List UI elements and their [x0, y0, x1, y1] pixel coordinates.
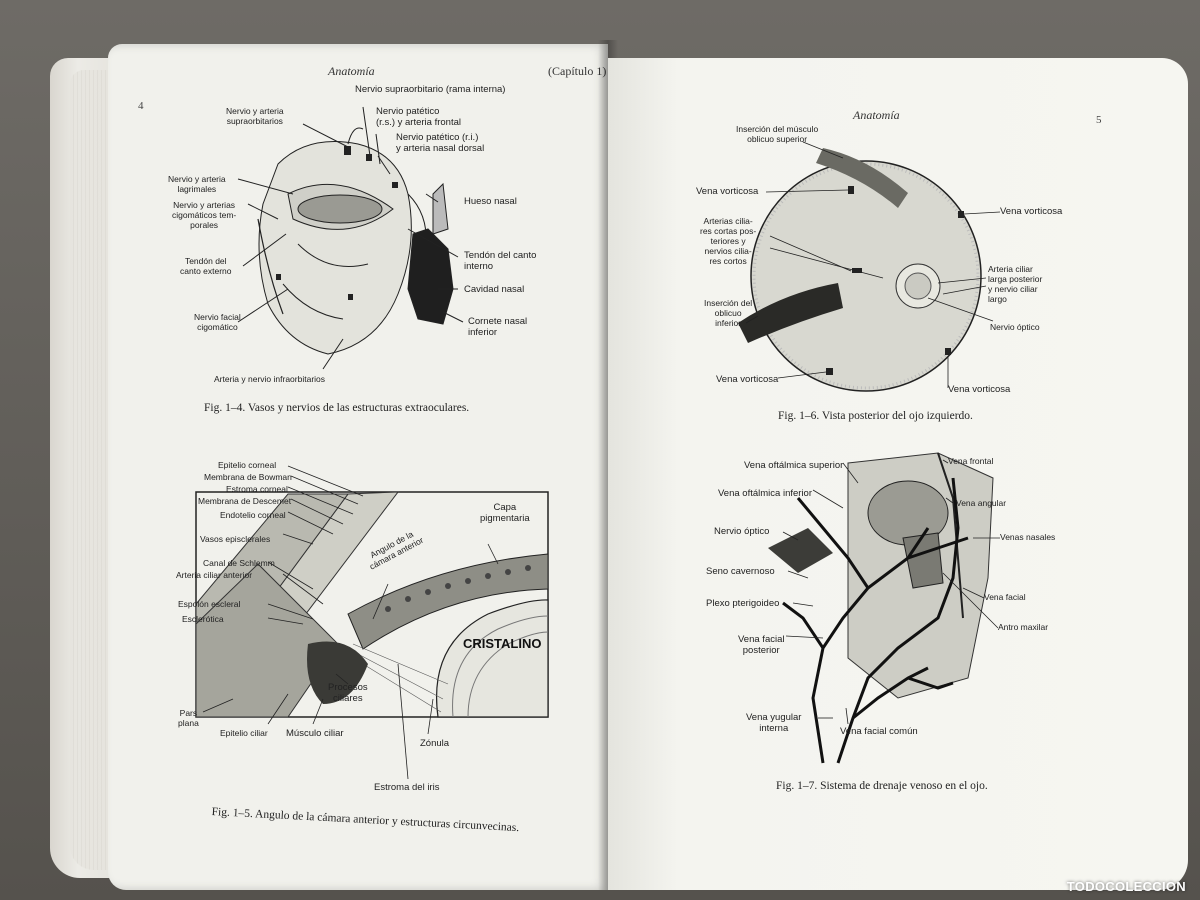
- fig-1-7-illustration: [768, 452, 1000, 764]
- label-zonula: Zónula: [420, 738, 450, 749]
- label-patetico-ri: Nervio patético (r.i.)y arteria nasal do…: [396, 132, 485, 154]
- fig-1-4-caption: Fig. 1–4. Vasos y nervios de las estruct…: [204, 402, 470, 414]
- label-esclerotica: Esclerótica: [182, 614, 224, 624]
- fig-1-5-illustration: [195, 465, 549, 780]
- label-facial-comun: Vena facial común: [840, 726, 918, 737]
- label-epitelio-ciliar: Epitelio ciliar: [220, 728, 268, 738]
- label-musculo-ciliar: Músculo ciliar: [286, 728, 344, 739]
- label-frontal: Vena frontal: [948, 456, 994, 466]
- label-cavidad: Cavidad nasal: [464, 284, 525, 295]
- label-descemet: Membrana de Descemet: [198, 496, 292, 506]
- page-number: 5: [1096, 114, 1102, 126]
- label-nervio-optico: Nervio óptico: [990, 322, 1040, 332]
- label-seno: Seno cavernoso: [706, 566, 775, 577]
- label-vorticosa-4: Vena vorticosa: [948, 384, 1011, 395]
- fig-1-6-caption: Fig. 1–6. Vista posterior del ojo izquie…: [778, 410, 973, 422]
- label-endotelio: Endotelio corneal: [220, 510, 286, 520]
- label-vorticosa-3: Vena vorticosa: [716, 374, 779, 385]
- label-bowman: Membrana de Bowman: [204, 472, 292, 482]
- label-cristalino: CRISTALINO: [463, 636, 542, 651]
- label-antro: Antro maxilar: [998, 622, 1049, 632]
- label-oftal-sup: Vena oftálmica superior: [744, 460, 844, 471]
- label-patetico-rs: Nervio patético(r.s.) y arteria frontal: [376, 106, 461, 128]
- label-ciliares-cortas: Arterias cilia-res cortas pos-teriores y…: [700, 216, 757, 266]
- running-header: Anatomía: [328, 64, 375, 78]
- right-page: Anatomía 5: [608, 58, 1188, 890]
- label-vasos-episc: Vasos episclerales: [200, 534, 271, 544]
- label-estroma-corneal: Estroma corneal: [226, 484, 288, 494]
- label-hueso-nasal: Hueso nasal: [464, 196, 517, 207]
- label-supraorb-int: Nervio supraorbitario (rama interna): [355, 84, 506, 95]
- label-epitelio-corneal: Epitelio corneal: [218, 460, 277, 470]
- label-vorticosa-2: Vena vorticosa: [1000, 206, 1063, 217]
- left-page: 4 Anatomía (Capítulo 1): [108, 44, 608, 890]
- label-espolon: Espolón escleral: [178, 599, 241, 609]
- label-angular: Vena angular: [956, 498, 1007, 508]
- label-infraorb: Arteria y nervio infraorbitarios: [214, 374, 326, 384]
- fig-1-4-illustration: [237, 106, 464, 370]
- running-header: Anatomía: [853, 108, 900, 122]
- label-schlemm: Canal de Schlemm: [203, 558, 275, 568]
- label-nasales: Venas nasales: [1000, 532, 1056, 542]
- watermark: TODOCOLECCION: [1066, 879, 1186, 894]
- fig-1-6-illustration: [738, 141, 1001, 392]
- label-facial: Vena facial: [984, 592, 1026, 602]
- label-nervio-optico-7: Nervio óptico: [714, 526, 770, 537]
- fig-1-7-caption: Fig. 1–7. Sistema de drenaje venoso en e…: [776, 780, 988, 792]
- chapter-header: (Capítulo 1): [548, 64, 607, 78]
- label-vorticosa-1: Vena vorticosa: [696, 186, 759, 197]
- label-ciliar-ant: Arteria ciliar anterior: [176, 570, 253, 580]
- label-plexo: Plexo pterigoideo: [706, 598, 780, 609]
- page-number: 4: [138, 100, 144, 112]
- label-oftal-inf: Vena oftálmica inferior: [718, 488, 812, 499]
- label-estroma-iris: Estroma del iris: [374, 782, 440, 793]
